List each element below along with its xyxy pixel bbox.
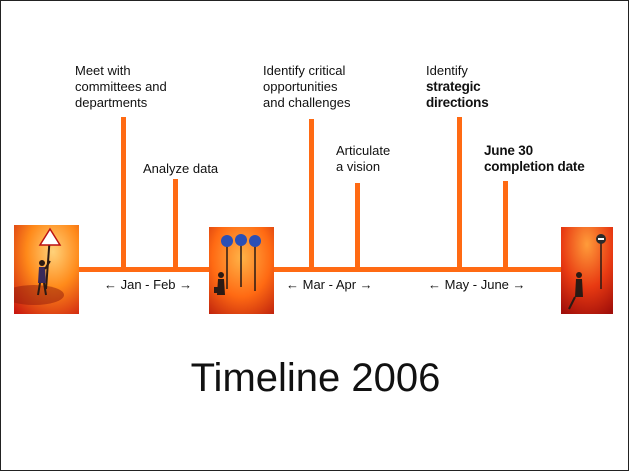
- event-critical-label: Identify critical opportunities and chal…: [263, 63, 351, 110]
- tick-meet: [121, 117, 126, 269]
- range-mar-apr: ← Mar - Apr →: [286, 277, 373, 292]
- tick-analyze: [173, 179, 178, 269]
- event-strategic-label: strategic directions: [426, 79, 489, 110]
- photo-warning-sign: [14, 225, 79, 314]
- tick-june: [503, 181, 508, 269]
- slide-title: Timeline 2006: [190, 356, 441, 400]
- event-june-label: June 30 completion date: [484, 143, 585, 174]
- range-may-june: ← May - June →: [428, 277, 526, 292]
- tick-critical: [309, 119, 314, 269]
- photo-signposts: [209, 227, 274, 314]
- person-signposts-icon: [209, 227, 274, 314]
- event-vision-label: Articulate a vision: [336, 143, 391, 174]
- photo-no-entry-sign: [561, 227, 613, 314]
- person-no-entry-sign-icon: [561, 227, 613, 314]
- event-analyze-label: Analyze data: [143, 161, 219, 176]
- tick-vision: [355, 183, 360, 269]
- person-warning-sign-icon: [14, 225, 79, 314]
- tick-strategic: [457, 117, 462, 269]
- event-strategic-prefix: Identify: [426, 63, 468, 78]
- event-meet-label: Meet with committees and departments: [75, 63, 167, 110]
- range-jan-feb: ← Jan - Feb →: [104, 277, 193, 292]
- timeline-axis: [73, 267, 563, 272]
